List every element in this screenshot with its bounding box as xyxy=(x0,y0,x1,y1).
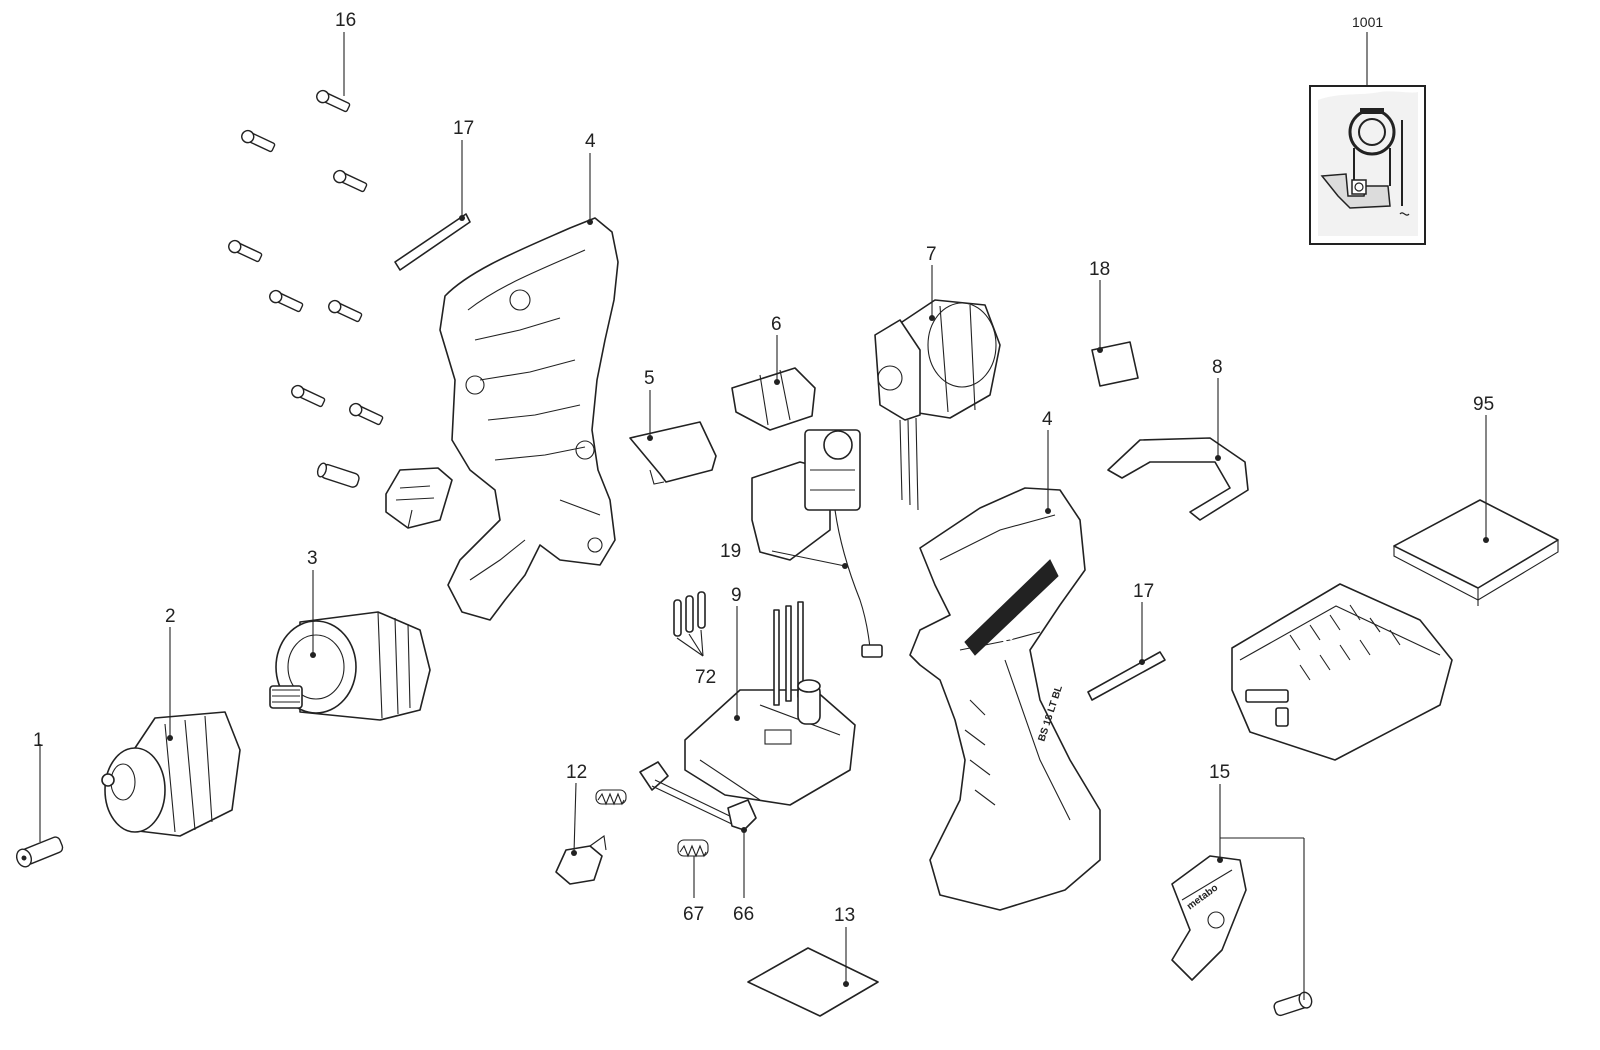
label-1001: 1001 xyxy=(1352,14,1383,30)
battery-latch xyxy=(1107,437,1249,521)
battery-cover xyxy=(1393,499,1559,606)
label-strip-17-top xyxy=(394,213,471,271)
belt-clip: metabo xyxy=(1171,855,1247,981)
label-5: 5 xyxy=(644,368,655,389)
label-13: 13 xyxy=(834,905,855,926)
label-1: 1 xyxy=(33,730,44,751)
label-72: 72 xyxy=(695,667,716,688)
label-strip-17-bottom xyxy=(1087,651,1166,701)
drill-chuck xyxy=(101,711,241,837)
spring-small xyxy=(595,789,627,806)
spring-67 xyxy=(677,839,709,858)
label-8: 8 xyxy=(1212,357,1223,378)
gearbox xyxy=(269,611,431,721)
chuck-screw xyxy=(15,836,64,868)
right-housing-shell: metabo BS 18 LT BL xyxy=(909,487,1101,911)
label-12: 12 xyxy=(566,762,587,783)
wiring-diagram-inset xyxy=(1309,85,1426,245)
battery-pack xyxy=(1231,583,1453,761)
trigger-switch xyxy=(751,429,883,658)
label-66: 66 xyxy=(733,904,754,925)
label-19: 19 xyxy=(720,541,741,562)
contact-pins xyxy=(673,591,706,637)
lever-rod-66 xyxy=(639,761,757,833)
label-17-bottom: 17 xyxy=(1133,581,1154,602)
label-17-top: 17 xyxy=(453,118,474,139)
label-3: 3 xyxy=(307,548,318,569)
label-9: 9 xyxy=(731,585,742,606)
motor xyxy=(874,299,1001,511)
switch-clip xyxy=(385,467,453,529)
label-2: 2 xyxy=(165,606,176,627)
label-4-right: 4 xyxy=(1042,409,1053,430)
label-4-left: 4 xyxy=(585,131,596,152)
label-6: 6 xyxy=(771,314,782,335)
sticker-13 xyxy=(747,947,879,1017)
label-95: 95 xyxy=(1473,394,1494,415)
label-7: 7 xyxy=(926,244,937,265)
label-67: 67 xyxy=(683,904,704,925)
label-16: 16 xyxy=(335,10,356,31)
screw-group-16 xyxy=(228,89,384,488)
circuit-board xyxy=(684,601,856,806)
clip-screw xyxy=(1273,991,1313,1017)
direction-lever xyxy=(629,421,717,485)
label-15: 15 xyxy=(1209,762,1230,783)
pad-18 xyxy=(1091,341,1139,387)
switch-slider xyxy=(731,367,816,431)
clip-12 xyxy=(555,835,607,885)
left-housing-shell xyxy=(439,217,619,621)
label-18: 18 xyxy=(1089,259,1110,280)
